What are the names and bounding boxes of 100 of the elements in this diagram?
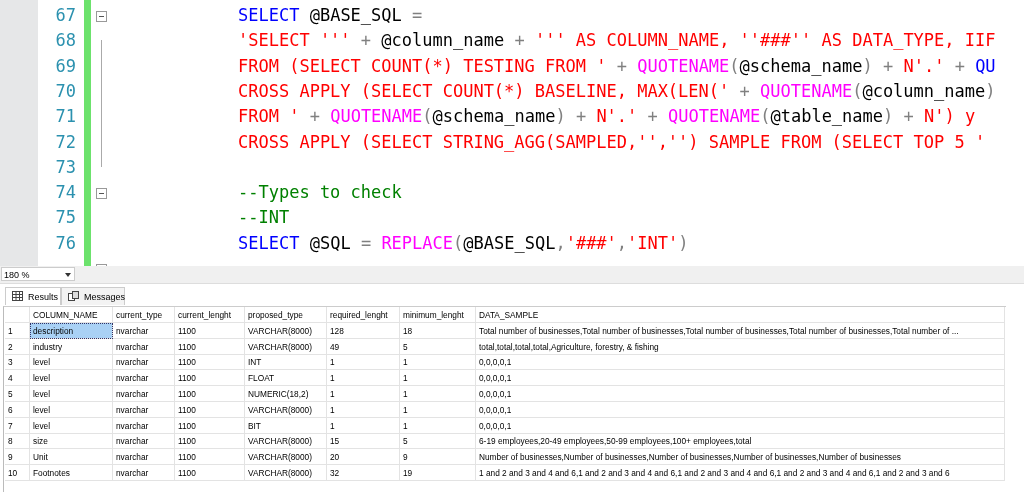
cell-value: 5 xyxy=(400,433,476,450)
cell-value: 1 xyxy=(400,354,476,371)
cell-value: 0,0,0,0,1 xyxy=(476,417,1005,434)
line-number: 71 xyxy=(54,106,76,127)
cell-value: 128 xyxy=(327,322,400,339)
code-comment: --INT xyxy=(238,207,290,228)
code-line: CROSS APPLY (SELECT COUNT(*) BASELINE, MAX(LEN(' + QUOTENAME(@column_name) xyxy=(238,80,996,101)
cell-value: NUMERIC(18,2) xyxy=(245,386,327,402)
cell-value: 1100 xyxy=(175,338,245,355)
cell-value: nvarchar xyxy=(113,417,175,434)
cell-value: 1 xyxy=(327,370,400,387)
cell-value: 0,0,0,0,1 xyxy=(476,370,1005,387)
code-line: CROSS APPLY (SELECT STRING_AGG(SAMPLED,'','') SAMPLE FROM (SELECT TOP 5 ' xyxy=(238,131,986,152)
column-header: DATA_SAMPLE xyxy=(476,307,1005,323)
line-number: 69 xyxy=(54,55,76,76)
cell-value: 1100 xyxy=(175,433,245,450)
code-line: SELECT @SQL = REPLACE(@BASE_SQL,'###','INT') xyxy=(238,232,689,253)
row-number: 2 xyxy=(5,338,30,355)
cell-value: VARCHAR(8000) xyxy=(245,322,327,339)
cell-value: Unit xyxy=(30,449,113,466)
cell-value: nvarchar xyxy=(113,354,175,371)
cell-value: Number of businesses,Number of businesses,Number of businesses,Number of businesses,Number of businesses xyxy=(476,449,1005,466)
cell-value: 18 xyxy=(400,322,476,339)
cell-value: 1100 xyxy=(175,449,245,466)
cell-value: 1100 xyxy=(175,386,245,402)
cell-value: 1 xyxy=(400,386,476,402)
cell-value: level xyxy=(30,386,113,402)
cell-value: VARCHAR(8000) xyxy=(245,401,327,418)
cell-value: level xyxy=(30,370,113,387)
cell-value: FLOAT xyxy=(245,370,327,387)
zoom-dropdown: 180 % xyxy=(1,267,75,281)
cell-value: nvarchar xyxy=(113,386,175,402)
column-header: minimum_lenght xyxy=(400,307,476,323)
cell-value: 0,0,0,0,1 xyxy=(476,386,1005,402)
cell-value: 1 xyxy=(400,401,476,418)
column-header: current_type xyxy=(113,307,175,323)
row-number: 8 xyxy=(5,433,30,450)
cell-value: 0,0,0,0,1 xyxy=(476,354,1005,371)
cell-value: VARCHAR(8000) xyxy=(245,465,327,481)
cell-value: Total number of businesses,Total number of businesses,Total number of businesses,Total number of businesses,Total number of ... xyxy=(476,322,1005,339)
row-number: 10 xyxy=(5,465,30,481)
cell-value: 1100 xyxy=(175,322,245,339)
cell-value: 1100 xyxy=(175,465,245,481)
cell-value: industry xyxy=(30,338,113,355)
row-number: 5 xyxy=(5,386,30,402)
line-number: 74 xyxy=(54,182,76,203)
line-number: 72 xyxy=(54,131,76,152)
tab: Results xyxy=(5,287,61,305)
line-number: 73 xyxy=(54,156,76,177)
cell-value: nvarchar xyxy=(113,465,175,481)
cell-value: Footnotes xyxy=(30,465,113,481)
cell-value: 1100 xyxy=(175,417,245,434)
row-number: 6 xyxy=(5,401,30,418)
cell-value: 5 xyxy=(400,338,476,355)
cell-value: 1 and 2 and 3 and 4 and 6,1 and 2 and 3 and 4 and 6,1 and 2 and 3 and 4 and 6,1 and 2 and 3 and 4 and 6,1 and 2 and 3 and 6 xyxy=(476,465,1005,481)
code-comment: --Types to check xyxy=(238,182,402,203)
cell-value: 1100 xyxy=(175,401,245,418)
row-number: 3 xyxy=(5,354,30,371)
cell-value: 0,0,0,0,1 xyxy=(476,401,1005,418)
cell-value: 1 xyxy=(327,417,400,434)
cell-value: INT xyxy=(245,354,327,371)
cell-value: 1 xyxy=(400,417,476,434)
row-number: 4 xyxy=(5,370,30,387)
cell-value: nvarchar xyxy=(113,449,175,466)
code-line: 'SELECT ''' + @column_name + ''' AS COLUMN_NAME, ''###'' AS DATA_TYPE, IIF xyxy=(238,30,996,51)
cell-value: nvarchar xyxy=(113,338,175,355)
column-header: current_lenght xyxy=(175,307,245,323)
cell-value: 1 xyxy=(327,386,400,402)
code-line: FROM ' + QUOTENAME(@schema_name) + N'.' + QUOTENAME(@table_name) + N') y xyxy=(238,106,976,127)
code-line: FROM (SELECT COUNT(*) TESTING FROM ' + QUOTENAME(@schema_name) + N'.' + QU xyxy=(238,55,996,76)
cell-value: BIT xyxy=(245,417,327,434)
cell-value: level xyxy=(30,401,113,418)
cell-value: VARCHAR(8000) xyxy=(245,338,327,355)
cell-value: 15 xyxy=(327,433,400,450)
cell-value: 6-19 employees,20-49 employees,50-99 employees,100+ employees,total xyxy=(476,433,1005,450)
row-number: 7 xyxy=(5,417,30,434)
cell-value: total,total,total,total,Agriculture, forestry, & fishing xyxy=(476,338,1005,355)
cell-value: nvarchar xyxy=(113,322,175,339)
cell-value: 1 xyxy=(327,354,400,371)
cell-value: 1 xyxy=(327,401,400,418)
cell-value: VARCHAR(8000) xyxy=(245,449,327,466)
line-number: 68 xyxy=(54,30,76,51)
cell-value: nvarchar xyxy=(113,401,175,418)
cell-value: nvarchar xyxy=(113,370,175,387)
cell-value: 1100 xyxy=(175,370,245,387)
cell-value: VARCHAR(8000) xyxy=(245,433,327,450)
cell-value: 20 xyxy=(327,449,400,466)
cell-value: level xyxy=(30,354,113,371)
line-number: 70 xyxy=(54,80,76,101)
line-number: 67 xyxy=(54,5,76,25)
line-number: 76 xyxy=(54,232,76,253)
cell-value: 9 xyxy=(400,449,476,466)
row-number: 9 xyxy=(5,449,30,466)
code-line: SELECT @BASE_SQL = xyxy=(238,5,423,25)
cell-value: level xyxy=(30,417,113,434)
column-header: proposed_type xyxy=(245,307,327,323)
cell-value: 32 xyxy=(327,465,400,481)
cell-value: 19 xyxy=(400,465,476,481)
tab: Messages xyxy=(61,287,125,305)
cell-value: size xyxy=(30,433,113,450)
